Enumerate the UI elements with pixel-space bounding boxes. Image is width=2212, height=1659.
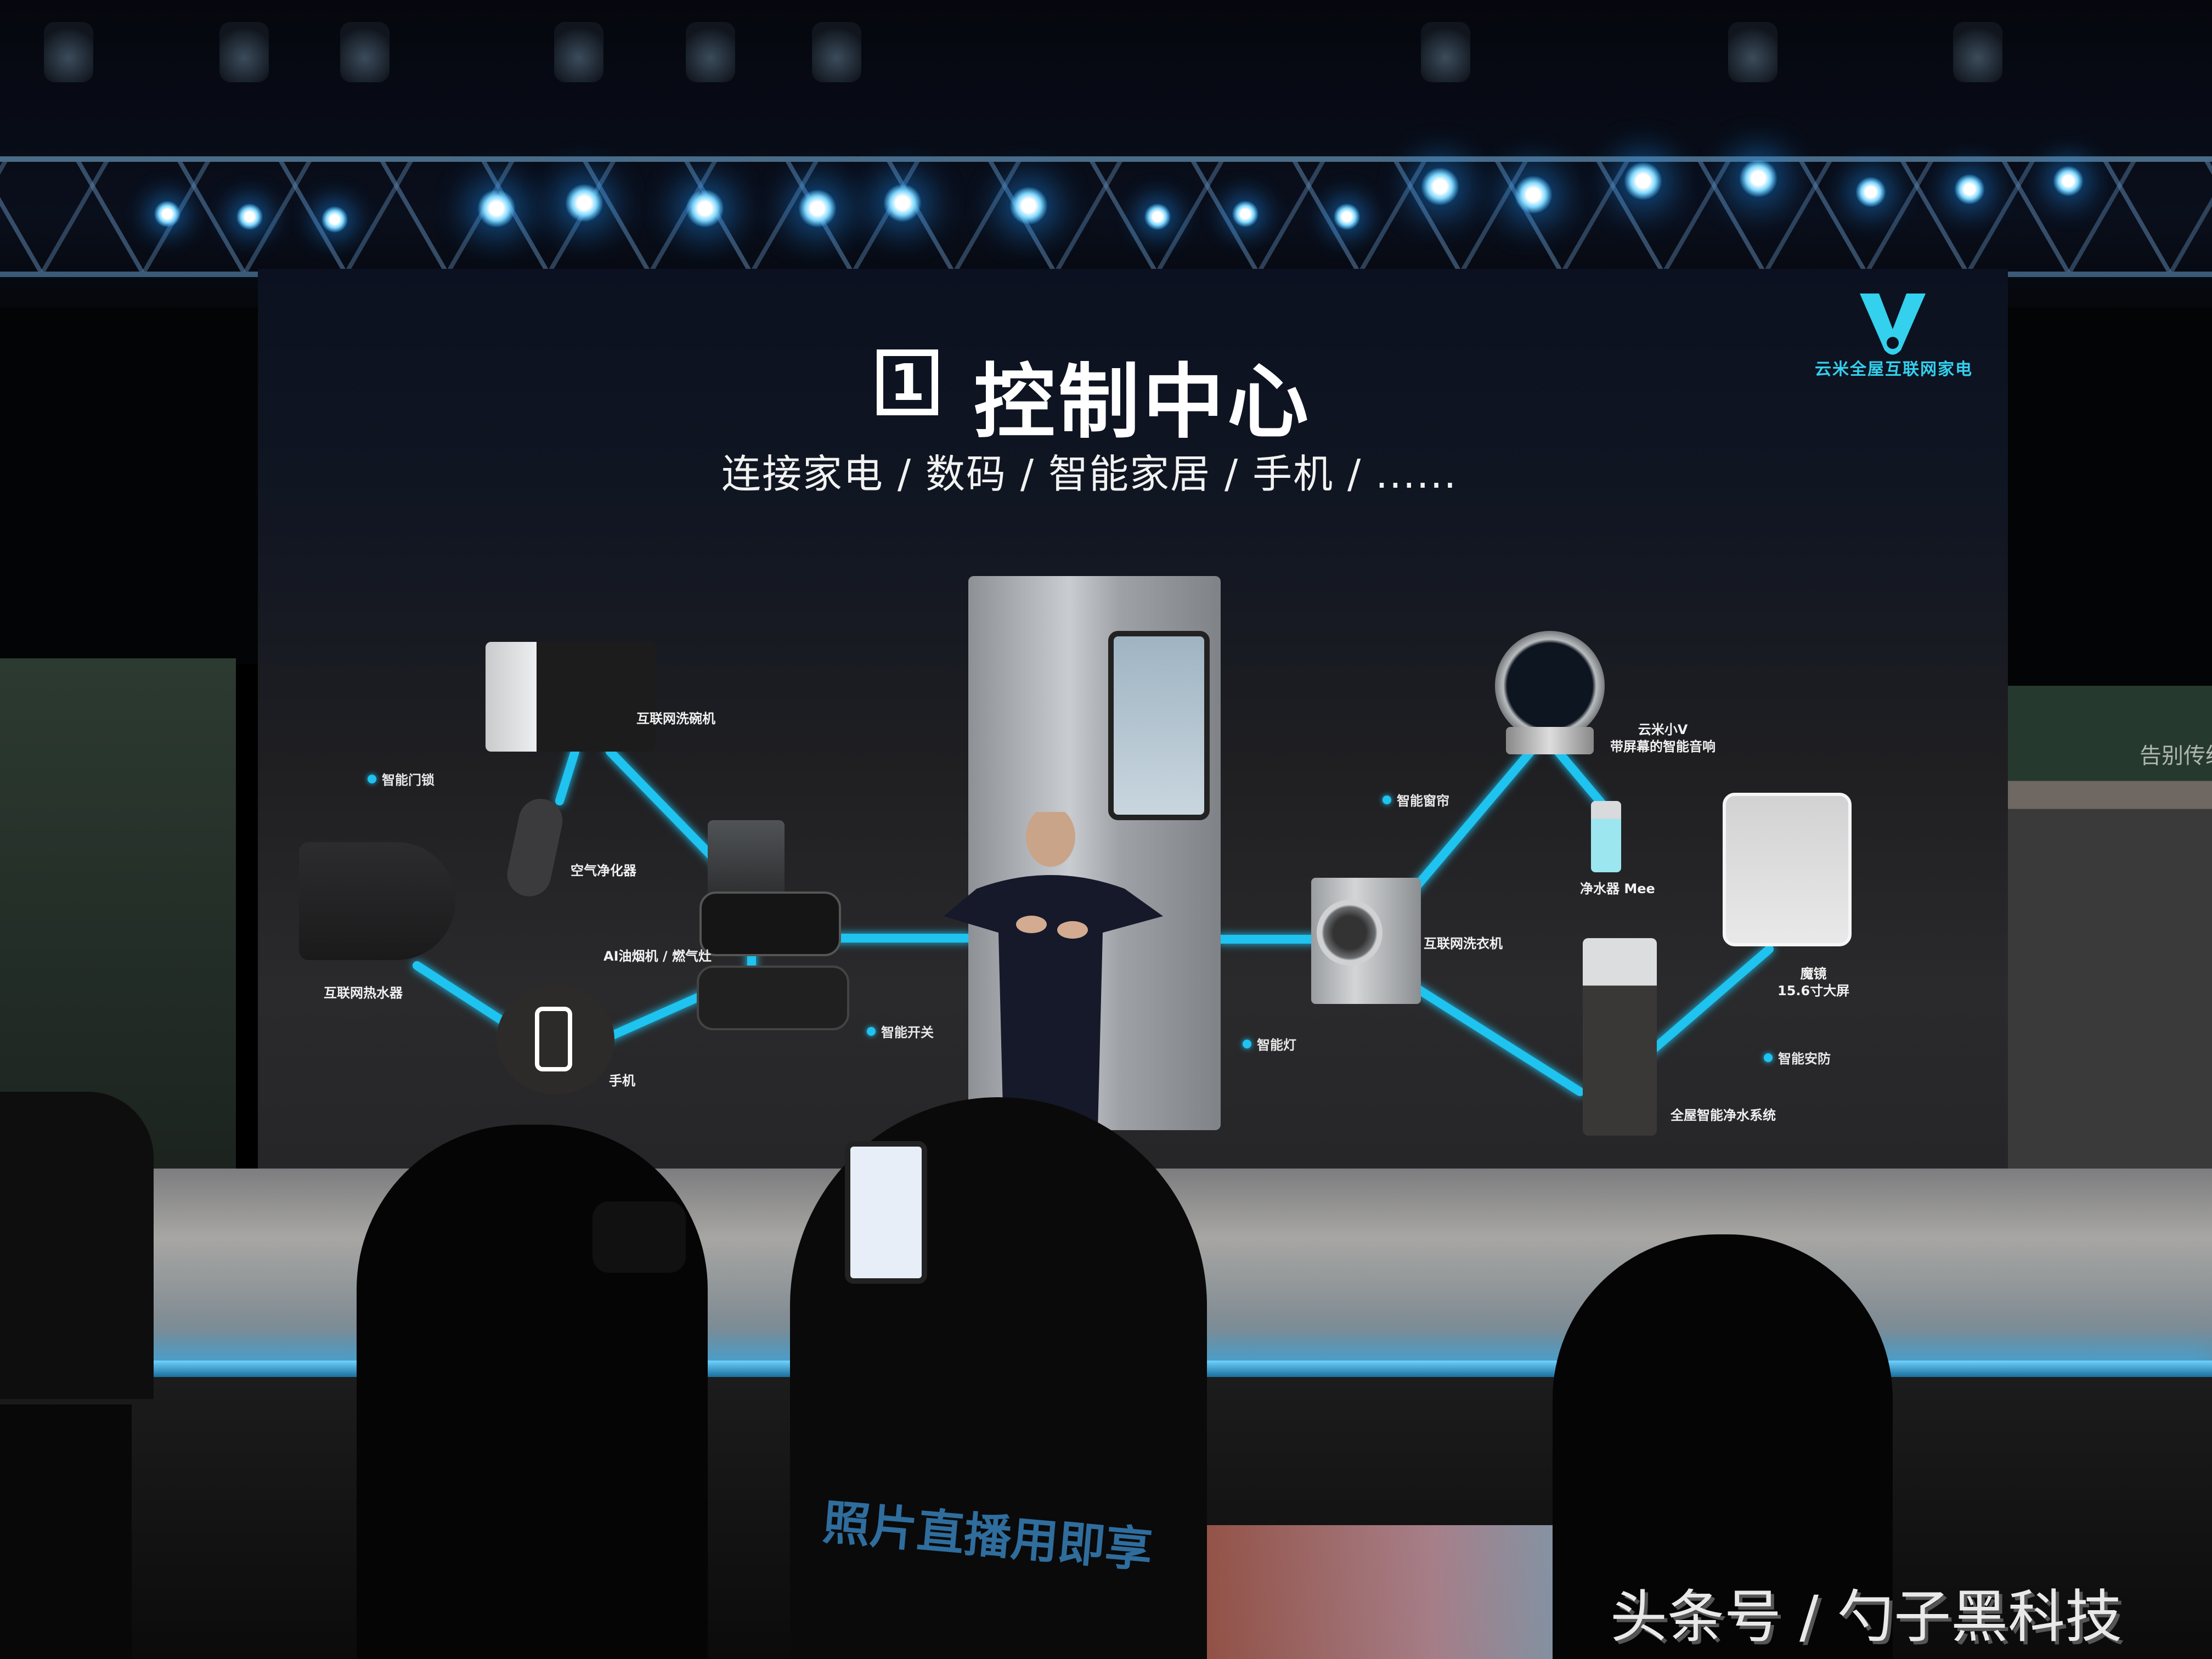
watermark: 头条号 / 勺子黑科技 bbox=[1610, 1583, 2123, 1650]
moving-head-light-icon bbox=[1728, 22, 1778, 82]
audience-member-silhouette bbox=[1553, 1234, 1893, 1659]
spotlight-icon bbox=[1333, 203, 1361, 230]
moving-head-light-icon bbox=[1421, 22, 1470, 82]
smart-speaker-image bbox=[1495, 631, 1605, 741]
spotlight-icon bbox=[321, 206, 348, 233]
spotlight-icon bbox=[2053, 166, 2084, 196]
audience-member-silhouette bbox=[0, 1404, 132, 1659]
water-heater-image bbox=[299, 842, 455, 960]
label-dishwasher: 互联网洗碗机 bbox=[636, 711, 715, 726]
spotlight-icon bbox=[1009, 187, 1048, 225]
moving-head-light-icon bbox=[1953, 22, 2002, 82]
bullet-dot-icon bbox=[1243, 1039, 1251, 1048]
moving-head-light-icon bbox=[812, 22, 861, 82]
viomi-v-logo-icon bbox=[1860, 294, 1926, 355]
slide-subtitle: 连接家电 / 数码 / 智能家居 / 手机 / ...... bbox=[721, 451, 1458, 497]
photographer-arm-silhouette bbox=[0, 1092, 154, 1399]
bullet-dot-icon bbox=[867, 1026, 876, 1036]
label-whole-house-water: 全屋智能净水系统 bbox=[1671, 1108, 1776, 1123]
spotlight-icon bbox=[1144, 203, 1171, 230]
right-wall bbox=[2008, 307, 2212, 686]
spotlight-icon bbox=[1954, 174, 1985, 205]
spotlight-icon bbox=[1739, 159, 1778, 198]
bullet-smart-switch: 智能开关 bbox=[867, 1022, 934, 1041]
moving-head-light-icon bbox=[44, 22, 93, 82]
water-purifier-mee-image bbox=[1591, 801, 1621, 872]
bullet-smart-light: 智能灯 bbox=[1243, 1034, 1296, 1053]
label-water-purifier-mee: 净水器 Mee bbox=[1580, 881, 1655, 896]
label-smart-speaker: 云米小V 带屏幕的智能音响 bbox=[1610, 722, 1716, 755]
phone-icon bbox=[535, 1007, 572, 1071]
spotlight-icon bbox=[236, 203, 263, 230]
spotlight-icon bbox=[686, 189, 724, 228]
washing-machine-door bbox=[1317, 900, 1383, 966]
label-range-hood-stove: AI油烟机 / 燃气灶 bbox=[603, 949, 712, 964]
spotlight-icon bbox=[798, 189, 837, 228]
left-wall bbox=[0, 307, 258, 664]
bullet-smart-curtain: 智能窗帘 bbox=[1383, 790, 1449, 809]
spotlight-icon bbox=[1855, 177, 1886, 207]
phone-circle bbox=[496, 985, 614, 1094]
whole-house-water-system-image bbox=[1583, 938, 1657, 1136]
dishwasher-image bbox=[486, 642, 656, 752]
moving-head-light-icon bbox=[686, 22, 735, 82]
magic-mirror-image bbox=[1723, 793, 1852, 946]
range-hood-base-image bbox=[699, 891, 841, 956]
range-hood-image bbox=[708, 820, 785, 902]
spotlight-icon bbox=[1421, 167, 1459, 206]
spotlight-icon bbox=[1514, 176, 1553, 214]
label-magic-mirror: 魔镜 15.6寸大屏 bbox=[1778, 966, 1850, 999]
spotlight-icon bbox=[477, 189, 516, 228]
spotlight-icon bbox=[154, 200, 181, 228]
bullet-smart-security: 智能安防 bbox=[1764, 1048, 1831, 1067]
presenter bbox=[944, 812, 1163, 1152]
right-exhibit-booth bbox=[2008, 686, 2212, 1245]
bullet-dot-icon bbox=[1383, 795, 1391, 804]
slide-number-box: 1 bbox=[877, 349, 938, 415]
bullet-dot-icon bbox=[368, 774, 376, 783]
label-water-heater: 互联网热水器 bbox=[324, 985, 403, 1001]
slide-title: 控制中心 bbox=[974, 355, 1312, 449]
bullet-dot-icon bbox=[1764, 1053, 1773, 1062]
spotlight-icon bbox=[565, 184, 603, 222]
label-air-purifier: 空气净化器 bbox=[571, 863, 636, 878]
booth-sign-text: 告别传统 bbox=[2140, 743, 2212, 769]
held-smartphone bbox=[845, 1141, 927, 1284]
moving-head-light-icon bbox=[340, 22, 390, 82]
label-washing-machine: 互联网洗衣机 bbox=[1424, 936, 1503, 951]
bullet-smart-lock: 智能门锁 bbox=[368, 769, 435, 788]
smart-speaker-base bbox=[1506, 727, 1594, 754]
brand-name: 云米全屋互联网家电 bbox=[1815, 360, 1973, 379]
fridge-touchscreen bbox=[1108, 631, 1210, 820]
spotlight-icon bbox=[883, 184, 922, 222]
moving-head-light-icon bbox=[554, 22, 603, 82]
spotlight-icon bbox=[1624, 162, 1662, 200]
gas-stove-image bbox=[697, 966, 849, 1030]
spotlight-icon bbox=[1232, 200, 1259, 228]
camera-icon bbox=[592, 1201, 686, 1273]
label-phone: 手机 bbox=[609, 1073, 635, 1088]
moving-head-light-icon bbox=[219, 22, 269, 82]
